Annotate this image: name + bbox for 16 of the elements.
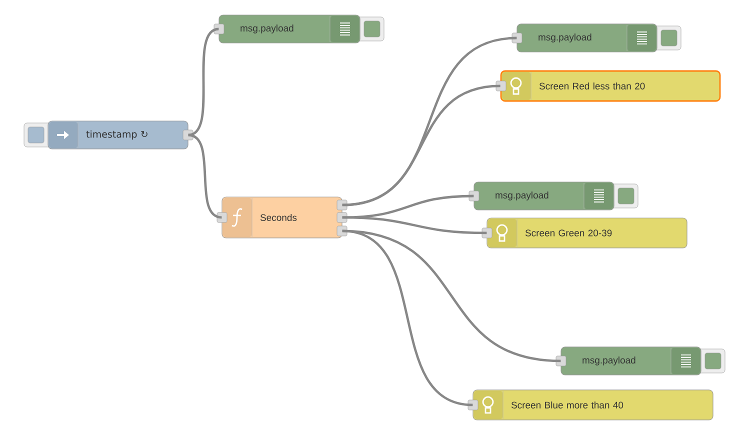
debug-node: msg.payload: [468, 182, 638, 210]
light-node: Screen Red less than 20: [496, 70, 721, 102]
debug-node: msg.payload: [556, 346, 726, 376]
debug-node: msg.payload: [512, 24, 682, 52]
light-node: Screen Green 20-39: [482, 218, 688, 248]
light-node: Screen Blue more than 40: [468, 390, 714, 420]
inject-node: timestamp ↻: [24, 120, 194, 150]
wire: [342, 216, 487, 234]
wire: [342, 194, 474, 219]
wire: [342, 84, 500, 206]
wire: [188, 28, 220, 136]
function-node: Seconds: [216, 196, 348, 238]
wire: [342, 230, 473, 406]
wire: [188, 134, 222, 219]
wire: [342, 230, 561, 362]
debug-node: msg.payload: [214, 14, 384, 44]
